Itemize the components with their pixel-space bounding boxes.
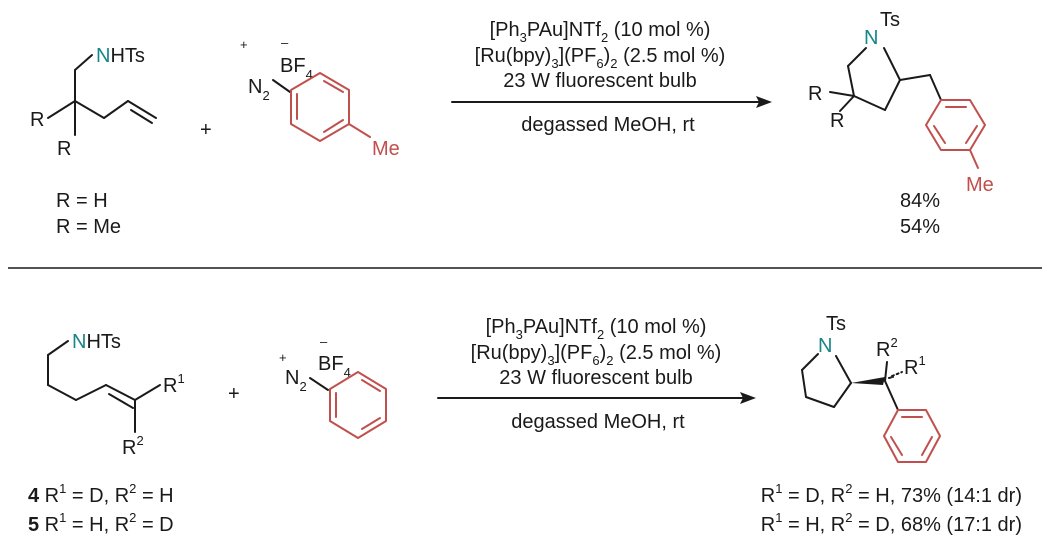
methyl-label: Me <box>372 138 400 160</box>
result-line: R1 = H, R2 = D, 68% (17:1 dr) <box>761 510 1022 536</box>
substrate-r-definition: R = Me <box>56 216 121 238</box>
tolyl-ring <box>290 72 350 142</box>
r2-label: R2 <box>876 335 898 361</box>
arrow-head <box>740 392 756 404</box>
nhts-label: NHTs <box>72 331 121 353</box>
compound-5-definition: 5 R1 = H, R2 = D <box>28 510 174 536</box>
product-2-structure: Ts N R2 R1 <box>801 313 941 463</box>
diazonium-reagent-2: + N2 – BF4 <box>279 334 387 439</box>
condition-light: 23 W fluorescent bulb <box>503 70 696 92</box>
condition-photocatalyst: [Ru(bpy)3](PF6)2 (2.5 mol %) <box>475 45 726 71</box>
bf4-label: BF4 <box>318 353 351 380</box>
conditions-block-1: [Ph3PAu]NTf2 (10 mol %) [Ru(bpy)3](PF6)2… <box>451 19 772 136</box>
yield-value: 84% <box>900 190 940 212</box>
r-label: R <box>808 83 822 105</box>
plus-charge: + <box>279 350 287 365</box>
scheme-2: NHTs R1 R2 + + N2 – BF4 [Ph3PA <box>28 313 1022 536</box>
substrate-2-structure: NHTs R1 R2 <box>47 331 185 459</box>
methyl-label: Me <box>966 174 994 196</box>
plus-charge: + <box>240 37 248 52</box>
diazonium-reagent-1: + N2 – BF4 Me <box>240 35 400 160</box>
r1-label: R1 <box>163 371 185 397</box>
substrate-1-structure: NHTs R R <box>30 45 157 160</box>
ts-label: Ts <box>826 313 846 335</box>
result-line: R1 = D, R2 = H, 73% (14:1 dr) <box>761 481 1022 507</box>
condition-solvent: degassed MeOH, rt <box>511 411 685 433</box>
arrow-head <box>756 96 772 108</box>
condition-light: 23 W fluorescent bulb <box>499 367 692 389</box>
r2-label: R2 <box>122 433 144 459</box>
substrate-r-definition: R = H <box>56 190 108 212</box>
compound-4-definition: 4 R1 = D, R2 = H <box>28 481 174 507</box>
condition-catalyst: [Ph3PAu]NTf2 (10 mol %) <box>486 316 707 342</box>
condition-photocatalyst: [Ru(bpy)3](PF6)2 (2.5 mol %) <box>471 342 722 368</box>
conditions-block-2: [Ph3PAu]NTf2 (10 mol %) [Ru(bpy)3](PF6)2… <box>437 316 756 433</box>
scheme-1: NHTs R R + + N2 – BF4 Me <box>30 9 994 238</box>
plus-sign: + <box>200 119 212 141</box>
minus-charge: – <box>281 35 289 50</box>
condition-catalyst: [Ph3PAu]NTf2 (10 mol %) <box>490 19 711 45</box>
phenyl-ring <box>329 371 387 439</box>
n2-label: N2 <box>285 367 307 394</box>
plus-sign: + <box>228 383 240 405</box>
r1-label: R1 <box>904 353 926 379</box>
phenyl-ring <box>883 409 941 463</box>
product-1-structure: Ts N R R Me <box>808 9 994 196</box>
r-label: R <box>30 109 44 131</box>
bf4-label: BF4 <box>280 55 313 82</box>
yield-value: 54% <box>900 216 940 238</box>
ts-label: Ts <box>880 9 900 31</box>
condition-solvent: degassed MeOH, rt <box>521 114 695 136</box>
stereo-wedge-bond <box>851 377 885 385</box>
r-label: R <box>57 138 71 160</box>
nitrogen-label: N <box>864 27 878 49</box>
nhts-label: NHTs <box>96 45 145 67</box>
n2-label: N2 <box>248 76 270 103</box>
r-label: R <box>830 110 844 132</box>
minus-charge: – <box>320 334 328 349</box>
nitrogen-label: N <box>818 335 832 357</box>
